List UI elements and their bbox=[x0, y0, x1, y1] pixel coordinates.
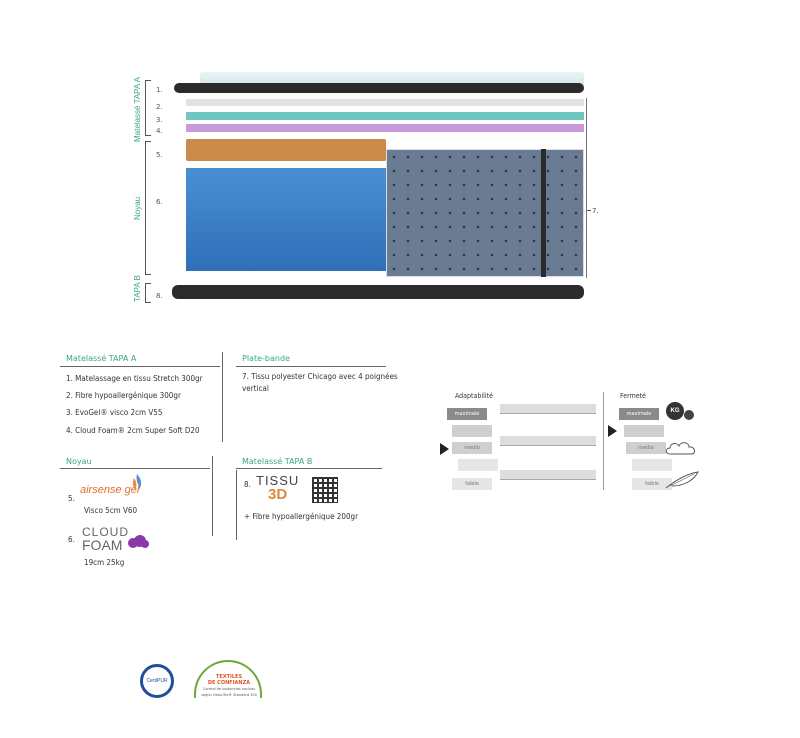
top-ticking-layer bbox=[174, 83, 584, 93]
layer-number-6: 6. bbox=[156, 198, 163, 206]
layer-number-1: 1. bbox=[156, 86, 163, 94]
certipur-badge: CertiPUR bbox=[140, 664, 174, 698]
evogel-layer bbox=[186, 112, 584, 120]
layer-7-tick bbox=[586, 210, 591, 211]
firmness-level-4 bbox=[632, 459, 672, 471]
plate-bande-line-1: 7. Tissu polyester Chicago avec 4 poigné… bbox=[242, 372, 398, 381]
core-layer bbox=[186, 168, 386, 271]
layer-number-3: 3. bbox=[156, 116, 163, 124]
firmness-title: Fermeté bbox=[620, 392, 646, 400]
section-title-tapa-b: Matelassé TAPA B bbox=[242, 457, 313, 466]
adaptability-body-1 bbox=[500, 398, 596, 414]
layer-number-2: 2. bbox=[156, 103, 163, 111]
cloudfoam-logo-line-1: CLOUD bbox=[82, 525, 130, 539]
tapa-a-item-1: 1. Matelassage en tissu Stretch 300gr bbox=[66, 374, 203, 383]
adaptability-divider bbox=[603, 392, 604, 490]
cloudfoam-logo: CLOUD FOAM bbox=[82, 525, 130, 553]
airsense-logo-text: airsense gel bbox=[80, 484, 140, 496]
adaptability-level-1: maximale bbox=[447, 408, 487, 420]
tapa-a-item-4: 4. Cloud Foam® 2cm Super Soft D20 bbox=[66, 426, 200, 435]
section-line-noyau bbox=[60, 468, 210, 469]
section-line-plate-bande bbox=[236, 366, 386, 367]
fibre-layer bbox=[186, 99, 584, 106]
firmness-level-5: faible bbox=[632, 478, 672, 490]
firmness-level-2 bbox=[624, 425, 664, 437]
adaptability-pointer-icon bbox=[440, 443, 449, 455]
noyau-item-5-number: 5. bbox=[68, 494, 75, 503]
layer-number-7: 7. bbox=[592, 207, 599, 215]
noyau-item-6-desc: 19cm 25kg bbox=[84, 558, 125, 567]
tapa-b-item-number: 8. bbox=[244, 480, 251, 489]
bracket-noyau bbox=[145, 141, 151, 275]
layer-number-5: 5. bbox=[156, 151, 163, 159]
adaptability-level-4 bbox=[458, 459, 498, 471]
noyau-item-5-desc: Visco 5cm V60 bbox=[84, 506, 138, 515]
cloud-icon bbox=[664, 440, 700, 461]
side-fabric bbox=[386, 149, 584, 277]
cloudfoam-layer bbox=[186, 124, 584, 132]
label-tapa-a: Matelassé TAPA A bbox=[133, 77, 142, 142]
bracket-tapa-b bbox=[145, 283, 151, 303]
noyau-item-6-number: 6. bbox=[68, 535, 75, 544]
adaptability-level-3: medio bbox=[452, 442, 492, 454]
cloudfoam-logo-line-2: FOAM bbox=[82, 537, 123, 553]
certipur-label: CertiPUR bbox=[146, 678, 168, 684]
tapa-b-extra: + Fibre hypoallergénique 200gr bbox=[244, 512, 359, 521]
feather-icon bbox=[664, 470, 700, 495]
adaptability-level-2 bbox=[452, 425, 492, 437]
visco-layer bbox=[186, 139, 386, 161]
label-tapa-b: TAPA B bbox=[133, 275, 142, 302]
section-line-tapa-a bbox=[60, 366, 220, 367]
adaptability-body-2 bbox=[500, 430, 596, 446]
firmness-level-1: maximale bbox=[619, 408, 659, 420]
tissu-logo-line-2: 3D bbox=[268, 486, 288, 503]
section-title-tapa-a: Matelassé TAPA A bbox=[66, 354, 137, 363]
top-quilt-layer bbox=[200, 72, 584, 86]
side-fabric-handle bbox=[541, 149, 546, 277]
divider-tapa-a bbox=[222, 352, 223, 442]
tissu-logo-line-1: TISSU bbox=[256, 473, 300, 488]
airsense-logo: airsense gel bbox=[80, 484, 139, 496]
firmness-level-3: medio bbox=[626, 442, 666, 454]
section-line-tapa-b bbox=[236, 468, 382, 469]
label-noyau: Noyau bbox=[133, 196, 142, 220]
textiles-line-1: TEXTILES bbox=[215, 674, 243, 680]
tapa-a-item-2: 2. Fibre hypoallergénique 300gr bbox=[66, 391, 181, 400]
layer-number-8: 8. bbox=[156, 292, 163, 300]
divider-tapa-b bbox=[236, 470, 237, 540]
kg-label: KG bbox=[670, 408, 680, 414]
section-title-plate-bande: Plate-bande bbox=[242, 354, 290, 363]
bottom-ticking-layer bbox=[172, 285, 584, 299]
tissu-grid-icon bbox=[312, 477, 338, 503]
bracket-tapa-a bbox=[145, 80, 151, 136]
adaptability-title: Adaptabilité bbox=[455, 392, 493, 400]
section-title-noyau: Noyau bbox=[66, 457, 92, 466]
textiles-line-3: Control de sustancias nocivas bbox=[202, 687, 256, 691]
side-line bbox=[586, 98, 587, 278]
divider-noyau bbox=[212, 456, 213, 536]
textiles-badge-text: TEXTILES DE CONFIANZA Control de sustanc… bbox=[190, 674, 268, 698]
firmness-pointer-icon bbox=[608, 425, 617, 437]
plate-bande-line-2: vertical bbox=[242, 384, 269, 393]
textiles-line-4: según Oeko-Tex® Standard 100 bbox=[201, 693, 257, 697]
small-weight-icon bbox=[684, 410, 694, 420]
cloud-purple-icon bbox=[126, 535, 150, 549]
tissu-3d-logo: TISSU 3D bbox=[256, 473, 300, 503]
tapa-a-item-3: 3. EvoGel® visco 2cm V55 bbox=[66, 408, 163, 417]
adaptability-body-3 bbox=[500, 464, 596, 480]
layer-number-4: 4. bbox=[156, 127, 163, 135]
airsense-flame-icon bbox=[131, 474, 143, 490]
textiles-line-2: DE CONFIANZA bbox=[207, 680, 251, 686]
adaptability-level-5: faible bbox=[452, 478, 492, 490]
kg-weight-icon: KG bbox=[666, 402, 684, 420]
